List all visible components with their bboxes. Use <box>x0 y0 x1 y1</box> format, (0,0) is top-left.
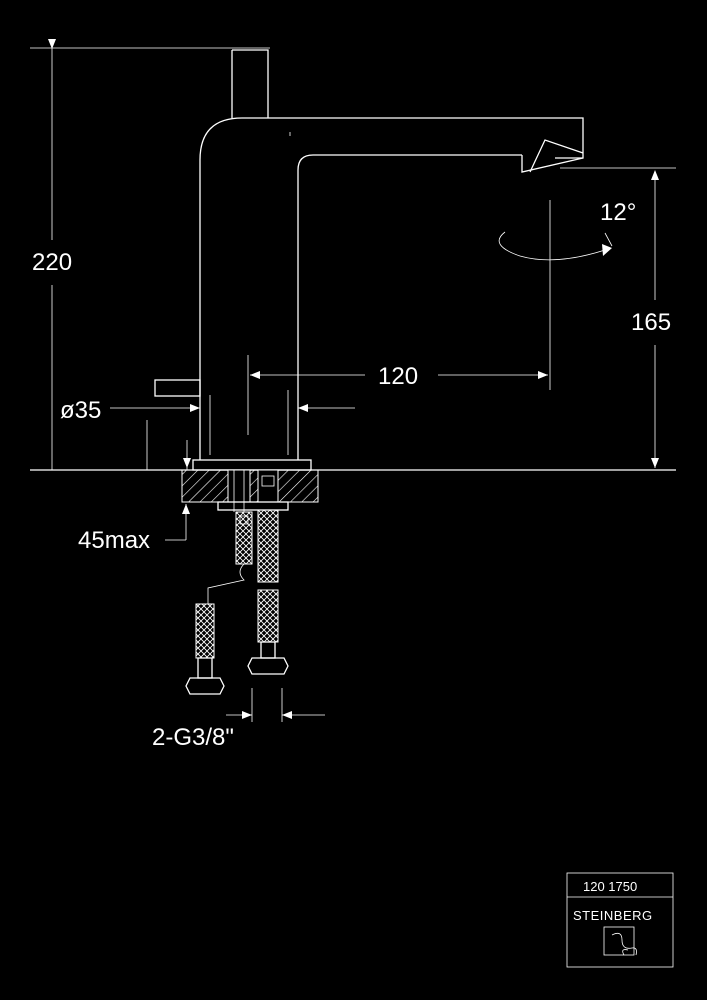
dim-220-label: 220 <box>32 249 72 276</box>
dim-120-label: 120 <box>378 363 418 390</box>
dim-35-label: ø35 <box>60 397 101 424</box>
title-block: 120 1750 STEINBERG <box>566 872 674 968</box>
article-number: 120 1750 <box>583 879 637 894</box>
supply-hoses <box>185 509 289 695</box>
faucet-body <box>154 49 584 471</box>
dimension-spout-reach: 120 <box>250 363 548 390</box>
brand-name: STEINBERG <box>573 908 653 923</box>
dimension-spout-height: 165 <box>560 167 676 468</box>
steinberg-logo-icon <box>603 926 637 956</box>
dim-45max-label: 45max <box>78 527 150 554</box>
counter-section <box>181 469 319 512</box>
dimension-swivel-angle: 12° <box>498 199 636 390</box>
dimension-connections: 2-G3/8" <box>152 688 325 751</box>
dim-165-label: 165 <box>631 309 671 336</box>
dimension-total-height: 220 <box>30 39 270 470</box>
dimension-diameter: ø35 <box>60 390 355 455</box>
dim-connections-label: 2-G3/8" <box>152 724 234 751</box>
dim-12deg-label: 12° <box>600 199 636 226</box>
dimension-counter-thickness: 45max <box>78 420 191 554</box>
